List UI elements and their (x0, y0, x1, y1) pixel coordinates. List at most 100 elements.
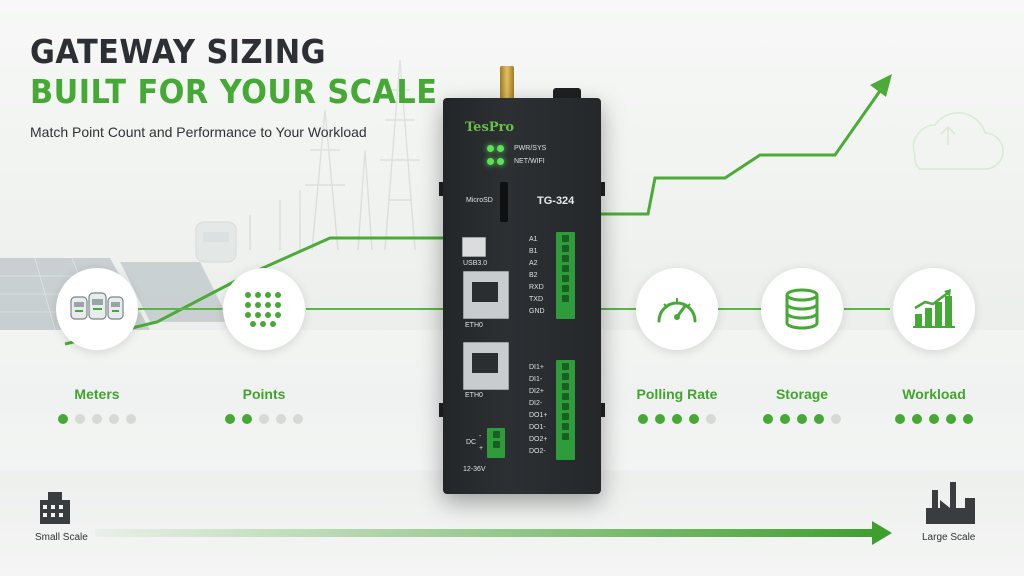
level-dot (276, 414, 286, 424)
voltage-label: 12-36V (463, 466, 486, 473)
growth-arrow-head (870, 74, 892, 97)
pin-label: DI1+ (529, 364, 544, 371)
pin-label: DO1- (529, 424, 546, 431)
led-label: PWR/SYS (514, 145, 547, 152)
level-indicator (627, 414, 727, 424)
level-indicator (884, 414, 984, 424)
small-scale-label: Small Scale (35, 532, 88, 543)
level-dot (655, 414, 665, 424)
pin-label: DO2- (529, 448, 546, 455)
small-building-icon (40, 492, 70, 524)
feature-workload: Workload (884, 268, 984, 424)
pin-label: GND (529, 308, 545, 315)
gauge-icon (636, 268, 718, 350)
level-dot (75, 414, 85, 424)
pin-label: B2 (529, 272, 538, 279)
power-label: DC (466, 439, 477, 446)
level-indicator (47, 414, 147, 424)
ethernet-port (463, 271, 509, 319)
device-model: TG-324 (537, 195, 575, 207)
feature-points: Points (214, 268, 314, 424)
feature-label: Meters (74, 386, 120, 402)
device-top-connector (553, 88, 581, 100)
level-dot (672, 414, 682, 424)
feature-meters: Meters (47, 268, 147, 424)
level-dot (895, 414, 905, 424)
eth-label: ETH0 (465, 322, 483, 329)
growth-trend-line-right (600, 87, 884, 216)
usb-label: USB3.0 (463, 260, 488, 267)
io-terminal-block (556, 360, 575, 460)
microsd-slot (500, 182, 508, 222)
headline-description: Match Point Count and Performance to You… (30, 124, 367, 140)
level-dot (689, 414, 699, 424)
power-pylons-illustration (249, 59, 420, 251)
level-indicator (214, 414, 314, 424)
level-dot (706, 414, 716, 424)
pwr-led-icon (497, 145, 504, 152)
pwr-led-icon (487, 145, 494, 152)
level-dot (946, 414, 956, 424)
feature-storage: Storage (752, 268, 852, 424)
factory-icon (926, 482, 975, 524)
level-dot (92, 414, 102, 424)
level-dot (225, 414, 235, 424)
pin-label: DO1+ (529, 412, 548, 419)
level-dot (109, 414, 119, 424)
headline-block: GATEWAY SIZING BUILT FOR YOUR SCALE Matc… (30, 32, 473, 140)
scale-arrow-head (872, 521, 892, 545)
feature-label: Points (242, 386, 286, 402)
level-dot (763, 414, 773, 424)
feature-polling-rate: Polling Rate (627, 268, 727, 424)
level-dot (912, 414, 922, 424)
net-led-icon (487, 158, 494, 165)
led-label: NET/WIFI (514, 158, 545, 165)
power-terminal-block (487, 428, 505, 458)
pin-label: DO2+ (529, 436, 548, 443)
level-dot (929, 414, 939, 424)
database-icon (761, 268, 843, 350)
level-dot (638, 414, 648, 424)
device-brand-logo: TesPro (465, 120, 515, 135)
large-scale-label: Large Scale (922, 532, 976, 543)
scale-arrow-shaft (95, 529, 875, 537)
level-dot (259, 414, 269, 424)
gateway-device: TesPro PWR/SYS NET/WIFI MicroSD TG-324 U… (439, 98, 605, 494)
power-pin-label: - (479, 433, 482, 440)
points-grid-icon (223, 268, 305, 350)
pin-label: A2 (529, 260, 538, 267)
level-dot (780, 414, 790, 424)
pin-label: DI2- (529, 400, 543, 407)
pin-label: DI1- (529, 376, 543, 383)
level-dot (293, 414, 303, 424)
pin-label: TXD (529, 296, 543, 303)
usb-port (462, 237, 486, 257)
meters-icon (56, 268, 138, 350)
cloud-illustration (912, 112, 1004, 170)
eth-label: ETH0 (465, 392, 483, 399)
feature-label: Polling Rate (636, 386, 718, 402)
pin-label: B1 (529, 248, 538, 255)
ethernet-port (463, 342, 509, 390)
level-dot (963, 414, 973, 424)
pin-label: RXD (529, 284, 544, 291)
antenna-connector (500, 66, 514, 100)
pin-label: DI2+ (529, 388, 544, 395)
feature-label: Storage (775, 386, 829, 402)
rs485-terminal-block (556, 232, 575, 319)
microsd-label: MicroSD (466, 197, 493, 204)
pin-label: A1 (529, 236, 538, 243)
power-pin-label: + (479, 445, 484, 452)
level-dot (797, 414, 807, 424)
level-indicator (752, 414, 852, 424)
level-dot (126, 414, 136, 424)
level-dot (814, 414, 824, 424)
bar-chart-growth-icon (893, 268, 975, 350)
level-dot (831, 414, 841, 424)
headline-subtitle-green: BUILT FOR YOUR SCALE (30, 72, 438, 111)
background-meter-illustration (195, 221, 237, 263)
level-dot (58, 414, 68, 424)
headline-title: GATEWAY SIZING (30, 32, 327, 71)
net-led-icon (497, 158, 504, 165)
feature-label: Workload (902, 386, 966, 402)
